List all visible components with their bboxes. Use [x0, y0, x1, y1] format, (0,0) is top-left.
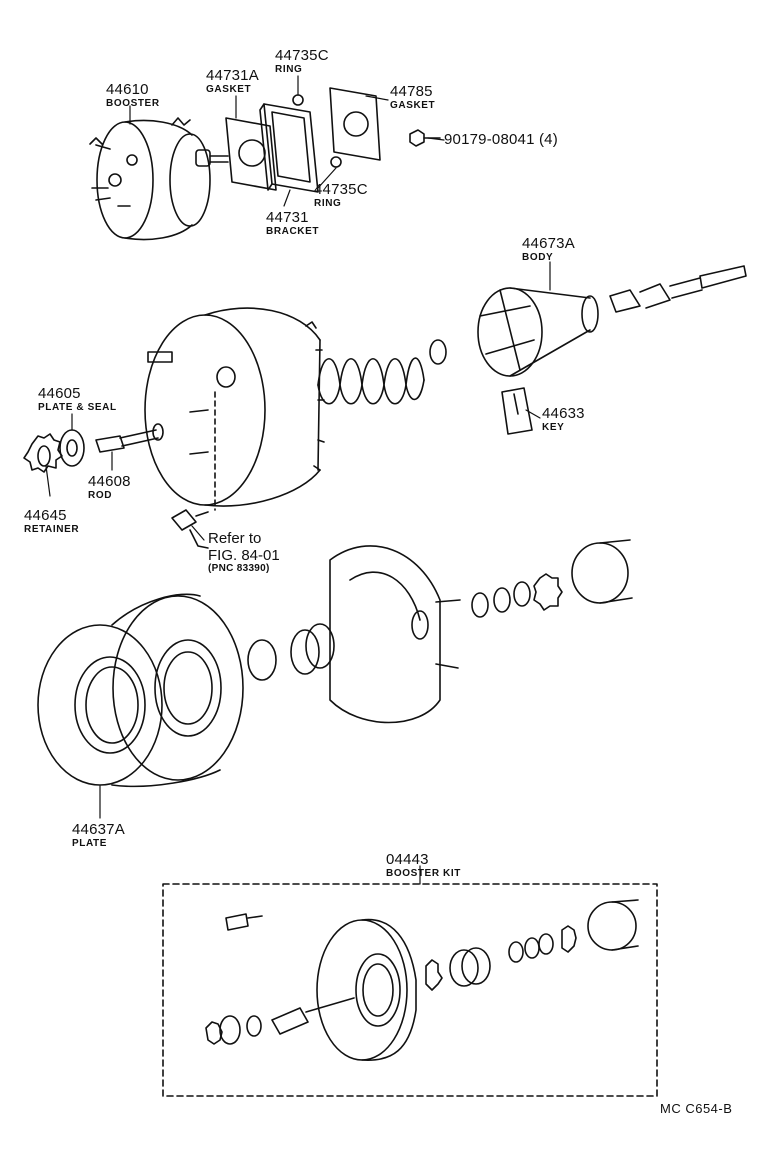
figure-code: MC C654-B [660, 1101, 733, 1116]
part-number: 90179-08041 (4) [444, 131, 558, 148]
part-number: 44633 [542, 405, 585, 422]
spring-drawing [317, 357, 425, 405]
part-name: BOOSTER KIT [386, 868, 461, 879]
part-name: PLATE & SEAL [38, 402, 117, 413]
part-name: KEY [542, 422, 565, 433]
label-44610: 44610 BOOSTER [106, 82, 160, 109]
gasket-44785-drawing [329, 87, 381, 161]
small-seals-drawing [471, 539, 633, 618]
plate-seal-44605-drawing [59, 429, 85, 467]
body-44673A-drawing [477, 287, 599, 377]
part-name: RETAINER [24, 524, 80, 535]
part-number: 44673A [522, 235, 575, 252]
part-number: 44637A [72, 821, 125, 838]
label-44605: 44605 PLATE & SEAL [38, 386, 117, 413]
booster-kit-box [162, 883, 658, 1097]
part-number: 44785 [390, 83, 433, 100]
retainer-44645-drawing [23, 433, 63, 473]
part-number: 44735C [314, 181, 368, 198]
label-44735C-mid: 44735C RING [314, 182, 368, 209]
ring-44735C-mid-drawing [330, 156, 342, 168]
leader-lines [45, 75, 551, 885]
part-name: GASKET [206, 84, 252, 95]
label-44785: 44785 GASKET [390, 84, 435, 111]
part-number: 44608 [88, 473, 131, 490]
part-name: ROD [88, 490, 113, 501]
part-name: BRACKET [266, 226, 320, 237]
ring-44735C-top-drawing [292, 94, 304, 106]
check-valve-drawing [171, 509, 209, 549]
part-name: BODY [522, 252, 554, 263]
label-44633: 44633 KEY [542, 406, 585, 433]
label-44645: 44645 RETAINER [24, 508, 79, 535]
part-name: RING [314, 198, 342, 209]
label-44731A: 44731A GASKET [206, 68, 259, 95]
lower-shell-drawing [247, 545, 461, 724]
nut-90179-drawing [409, 129, 441, 147]
key-44633-drawing [501, 387, 533, 435]
rod-44608-drawing [95, 423, 164, 453]
label-04443: 04443 BOOSTER KIT [386, 852, 461, 879]
part-number: 44605 [38, 385, 81, 402]
bracket-44731-drawing [259, 103, 319, 193]
part-name: PLATE [72, 838, 108, 849]
label-90179: 90179-08041 (4) [444, 132, 558, 148]
part-name: GASKET [390, 100, 436, 111]
label-refer-to: Refer to FIG. 84-01 (PNC 83390) [208, 530, 280, 574]
part-number: 44731A [206, 67, 259, 84]
part-number: 44731 [266, 209, 309, 226]
booster-44610-drawing [89, 117, 229, 241]
part-number: 04443 [386, 851, 429, 868]
part-number: 44645 [24, 507, 67, 524]
part-number: 44735C [275, 47, 329, 64]
pnc-ref: (PNC 83390) [208, 563, 270, 574]
label-44673A: 44673A BODY [522, 236, 575, 263]
valve-rod-drawing [609, 265, 747, 313]
label-44608: 44608 ROD [88, 474, 131, 501]
reaction-disc-drawing [429, 339, 447, 365]
plate-44637A-drawing [37, 593, 244, 788]
main-booster-shell-drawing [144, 307, 325, 511]
label-44731: 44731 BRACKET [266, 210, 319, 237]
refer-line: Refer to [208, 530, 262, 547]
booster-kit-contents-drawing [205, 899, 639, 1061]
label-44735C-top: 44735C RING [275, 48, 329, 75]
part-name: BOOSTER [106, 98, 160, 109]
part-name: RING [275, 64, 303, 75]
part-number: 44610 [106, 81, 149, 98]
label-44637A: 44637A PLATE [72, 822, 125, 849]
figure-ref: FIG. 84-01 [208, 547, 280, 564]
